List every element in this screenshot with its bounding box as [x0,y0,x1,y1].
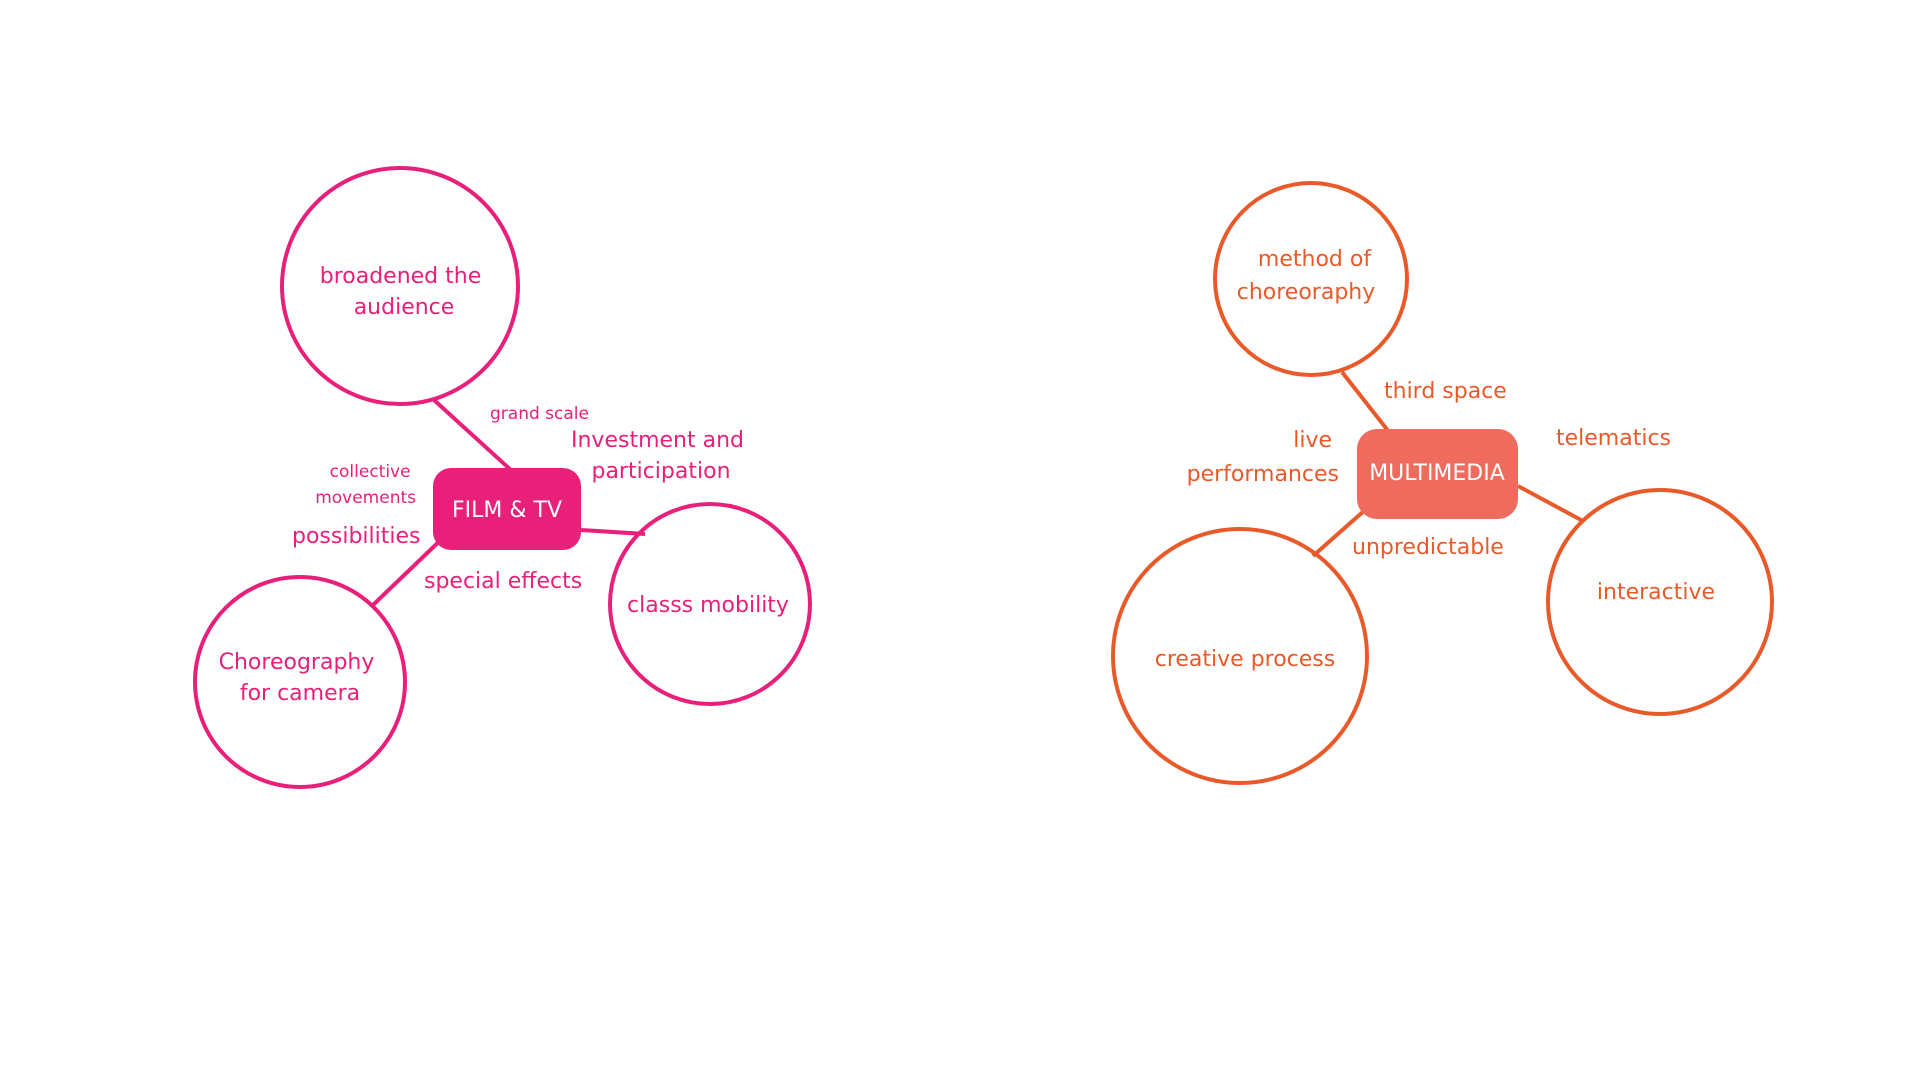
film-tv-cluster [193,166,812,789]
mm-connector-interactive [1517,484,1584,523]
film-label-grand-scale: grand scale [490,404,589,424]
mm-node-interactive-circle[interactable] [1546,488,1774,716]
multimedia-hub-box[interactable] [1357,429,1518,519]
film-node-audience-circle[interactable] [280,166,520,406]
mm-label-third-space: third space [1384,379,1507,404]
film-hub-box[interactable] [433,468,581,550]
mm-label-unpredictable: unpredictable [1352,535,1504,560]
film-label-collective: collective movements [315,462,416,508]
film-node-camera-circle[interactable] [193,575,407,789]
mm-node-method-circle[interactable] [1213,181,1409,377]
mm-label-telematics: telematics [1556,426,1671,451]
film-label-special-effects: special effects [424,569,582,594]
multimedia-cluster [1111,181,1774,785]
film-label-investment: Investment and participation [571,428,751,484]
mm-node-creative-circle[interactable] [1111,527,1369,785]
film-node-mobility-circle[interactable] [608,502,812,706]
mm-connector-creative [1311,508,1367,558]
mm-node-method-text: method of choreoraphy [1237,247,1378,305]
multimedia-hub-label: MULTIMEDIA [1369,461,1505,486]
mm-label-live: live performances [1187,428,1339,487]
film-node-audience-text: broadened the audience [320,264,489,320]
film-connector-audience [432,398,514,473]
film-node-camera-text: Choreography for camera [219,650,382,706]
film-node-mobility-text: classs mobility [627,593,789,618]
film-connector-camera [371,531,450,607]
mm-connector-method [1340,370,1391,434]
mm-node-interactive-text: interactive [1597,580,1715,605]
film-hub-label: FILM & TV [452,498,562,523]
film-label-possibilities: possibilities [292,524,421,549]
film-connector-mobility [580,528,646,536]
mm-node-creative-text: creative process [1155,647,1336,672]
